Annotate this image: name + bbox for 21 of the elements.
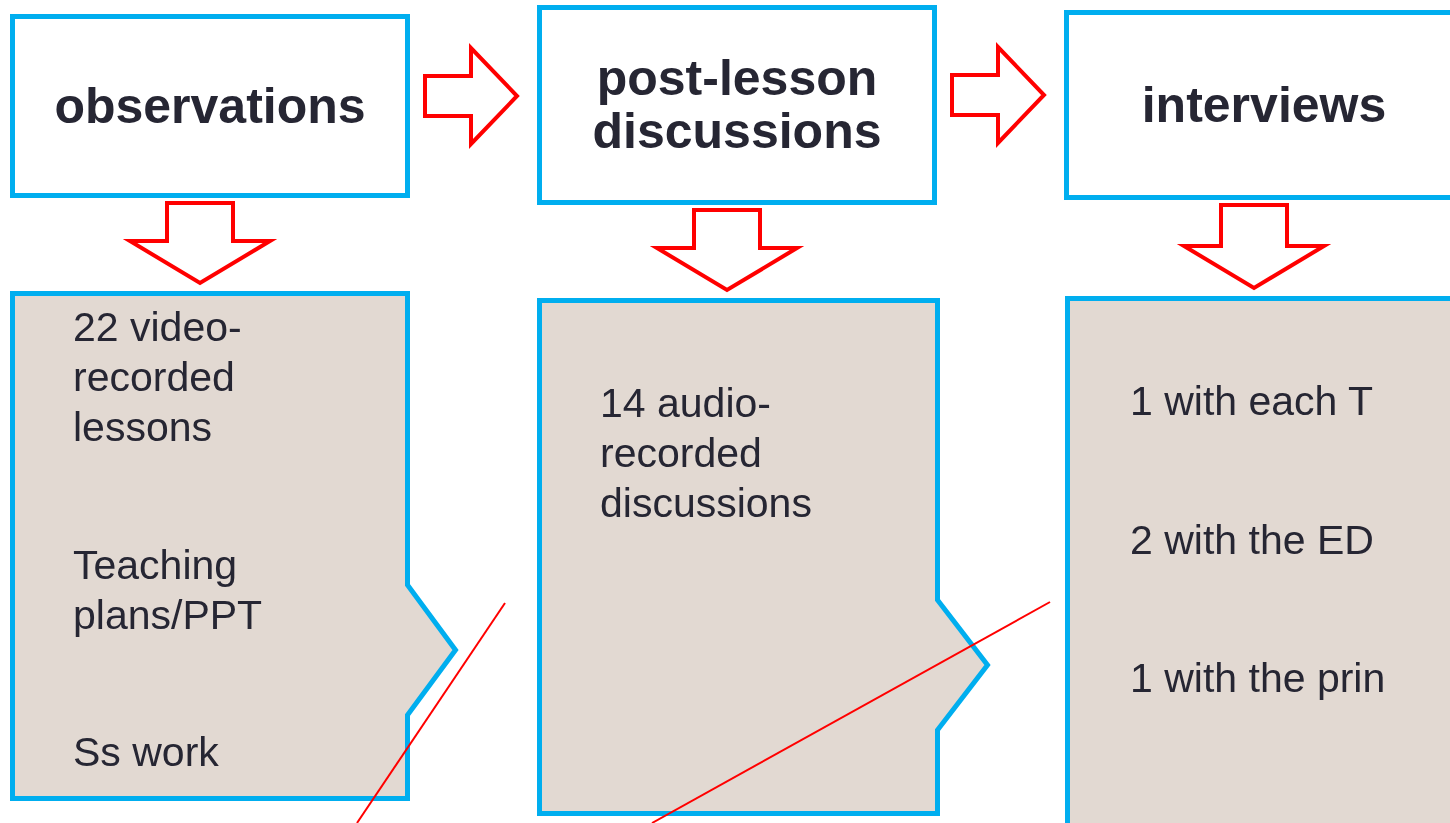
block-arrow: [649, 208, 805, 293]
source-text: 22 video-recorded lessons: [73, 303, 243, 452]
source-text: Teaching plans/PPT: [73, 541, 264, 640]
block-arrow: [950, 42, 1047, 148]
stage-title: observations: [54, 79, 366, 133]
source-text: Ss work: [73, 728, 220, 777]
stage-title: interviews: [1141, 78, 1387, 132]
stage-box: [1064, 10, 1450, 200]
block-arrow: [122, 201, 278, 286]
source-text: 1 with each T: [1130, 377, 1375, 426]
block-arrow: [1176, 203, 1332, 291]
data-source-callout: [10, 291, 458, 801]
source-text: 14 audio-recorded discussions: [600, 379, 813, 528]
block-arrow: [423, 43, 520, 149]
data-source-callout: [537, 298, 990, 816]
stage-box: [537, 5, 937, 205]
stage-box: [10, 14, 410, 198]
source-text: 2 with the ED: [1130, 516, 1375, 565]
stage-title: post-lesson discussions: [591, 52, 883, 158]
source-text: 1 with the prin: [1130, 654, 1387, 703]
data-source-callout: [1065, 296, 1450, 823]
